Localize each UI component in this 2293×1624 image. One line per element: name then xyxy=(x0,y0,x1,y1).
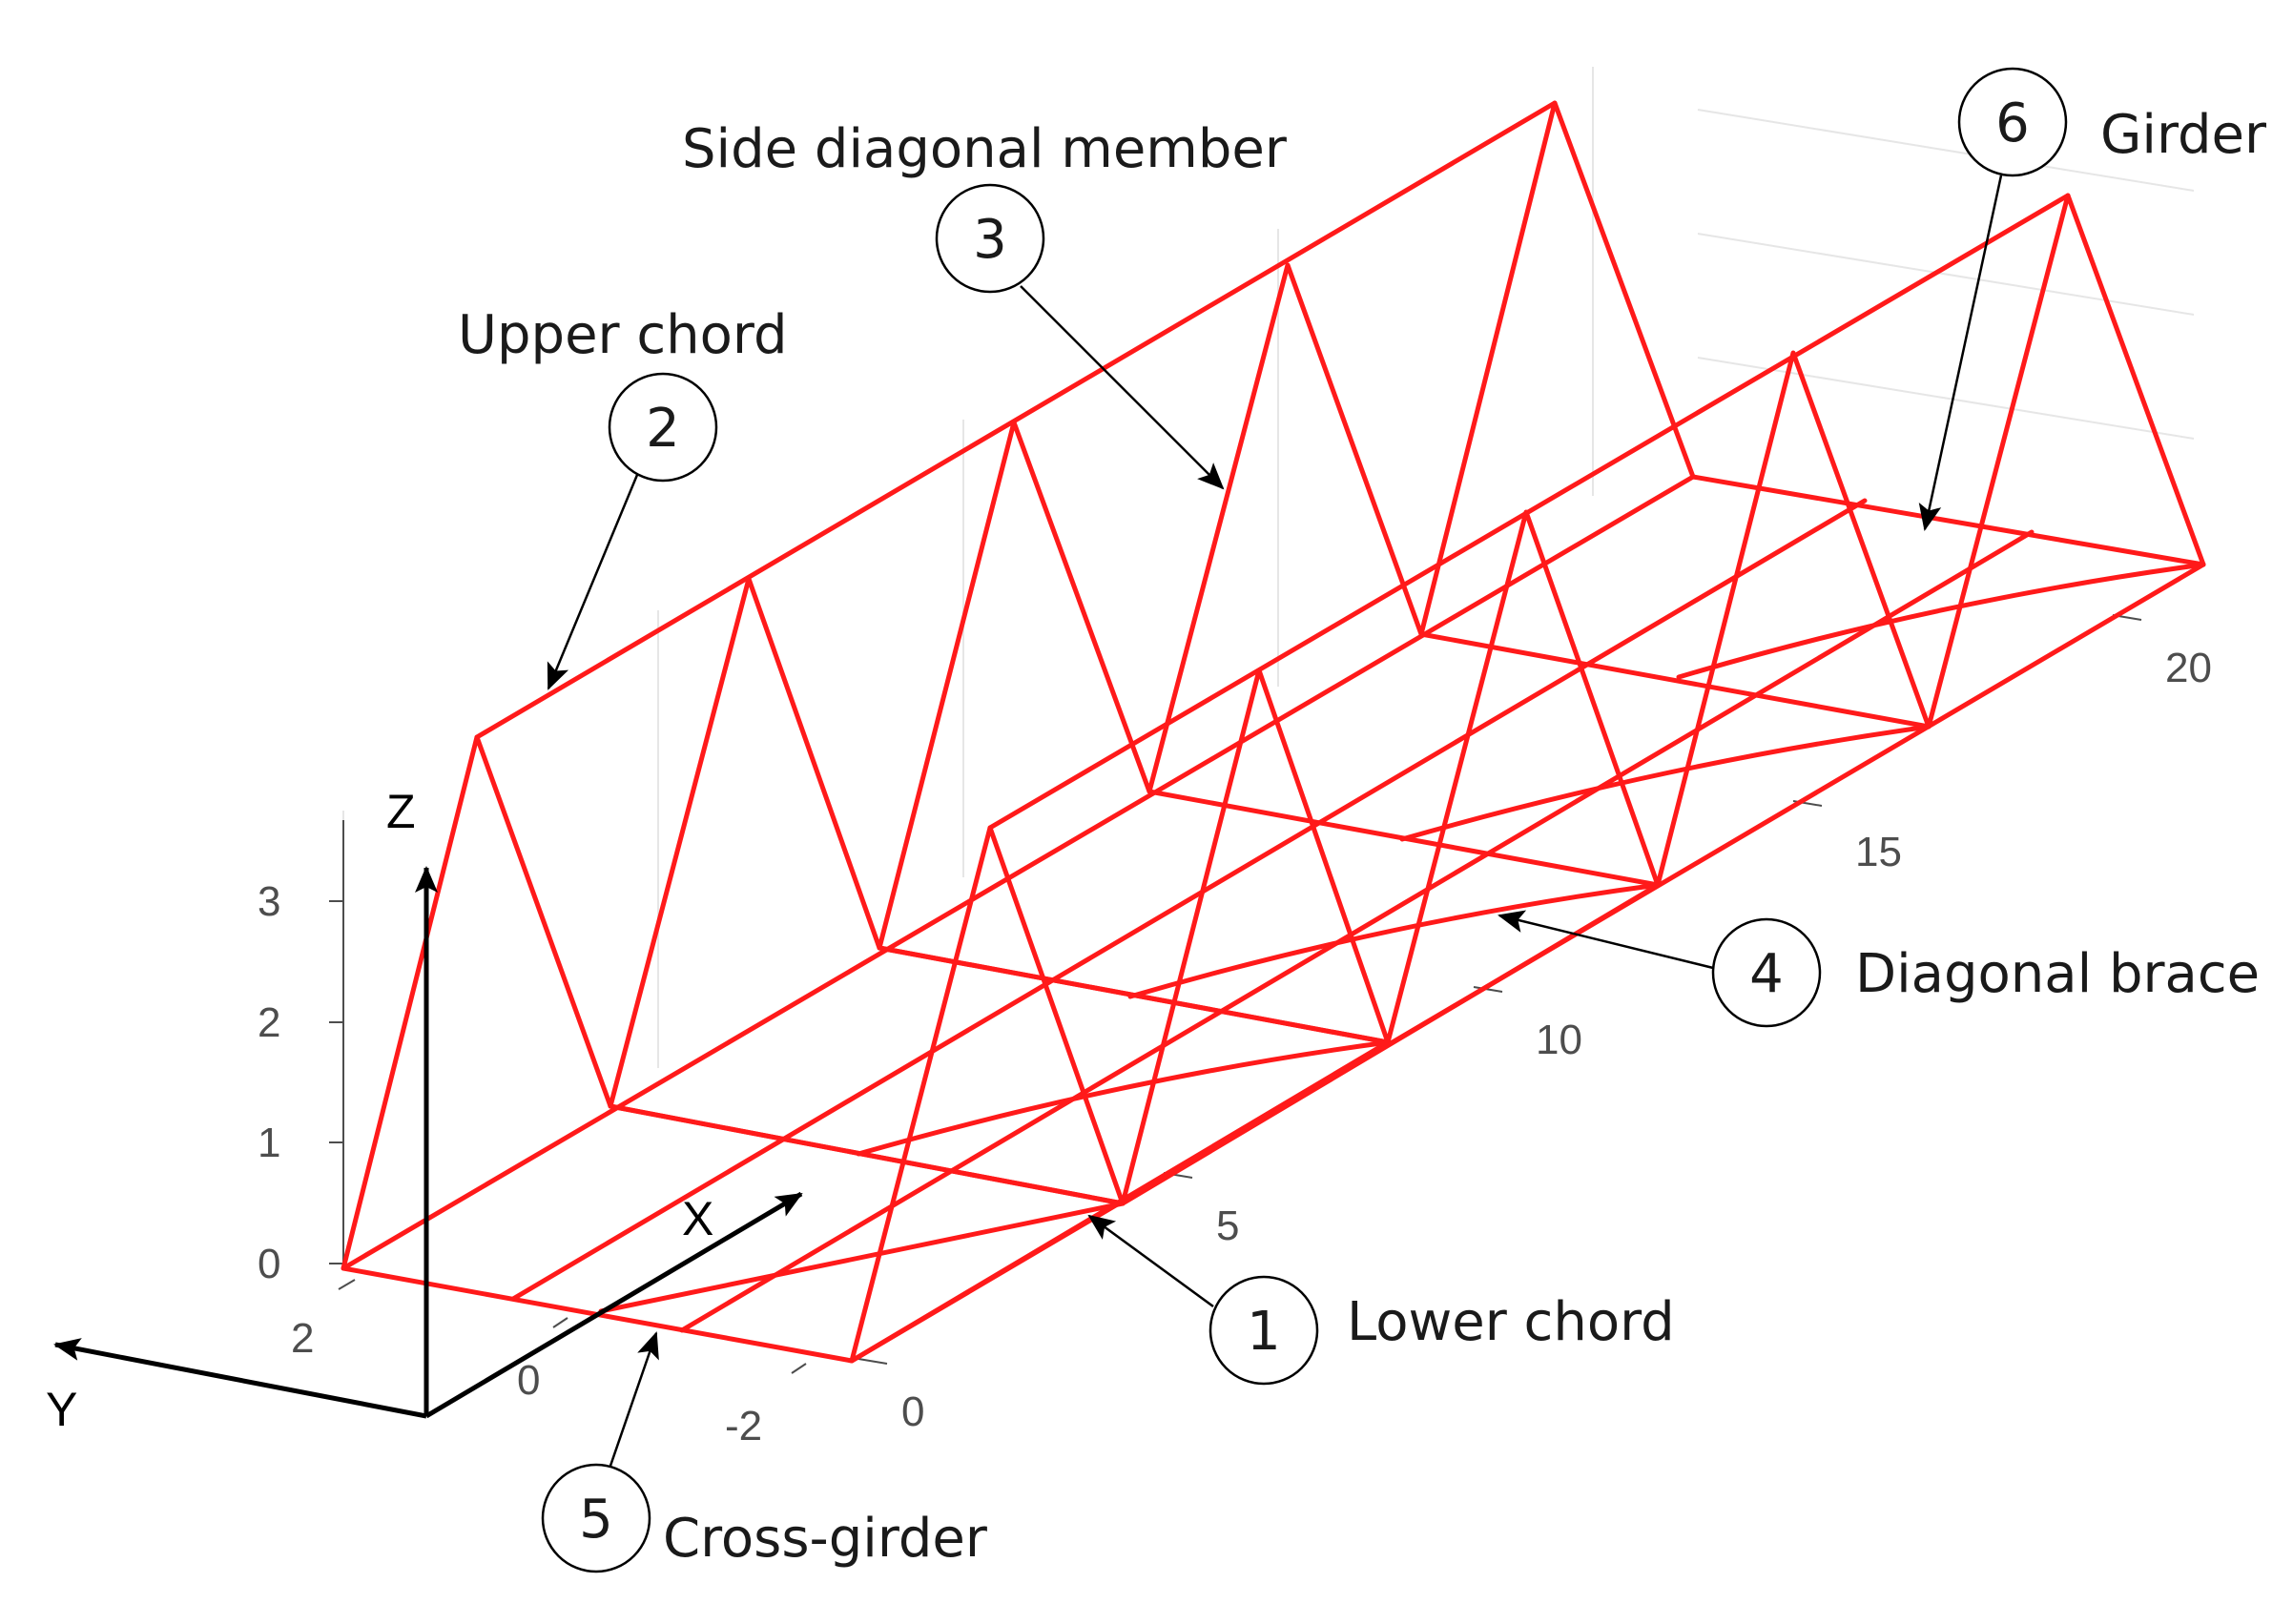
x-tick xyxy=(1473,986,1503,993)
diagonal-brace xyxy=(1399,724,1931,842)
callout-4-number: 4 xyxy=(1749,943,1784,1005)
y-tick xyxy=(552,1317,568,1328)
callout-3-circle xyxy=(935,183,1045,294)
cross-girder xyxy=(1690,474,2206,567)
x-tick xyxy=(857,1358,888,1365)
y-tick xyxy=(791,1363,807,1374)
callout-2-leader xyxy=(547,474,639,690)
callouts xyxy=(541,67,2068,1573)
grid-line xyxy=(1697,357,2195,440)
callout-1-label: Lower chord xyxy=(1347,1291,1675,1353)
x-tick-label: 0 xyxy=(901,1388,924,1435)
callout-4-circle xyxy=(1711,917,1822,1028)
callout-6-circle xyxy=(1957,67,2068,177)
upper-chord-far xyxy=(474,100,1558,740)
callout-6-number: 6 xyxy=(1995,93,2030,154)
callout-1-leader xyxy=(1087,1214,1214,1308)
side-diagonal-far xyxy=(341,100,1696,1271)
girder xyxy=(679,529,2035,1333)
side-diagonal-near xyxy=(849,193,2206,1364)
truss-structure xyxy=(341,100,2206,1364)
z-tick-label: 2 xyxy=(258,999,280,1046)
z-axis-name: Z xyxy=(386,785,416,838)
y-tick xyxy=(338,1279,356,1290)
diagonal-brace xyxy=(849,1039,1391,1364)
tick-labels: 0 1 2 3 0 5 10 15 20 2 0 -2 xyxy=(258,645,2212,1449)
z-tick-label: 0 xyxy=(258,1241,280,1287)
callout-text: 1 Lower chord 2 Upper chord 3 Side diago… xyxy=(458,93,2267,1570)
diagonal-brace xyxy=(856,1039,1391,1157)
x-axis-name: X xyxy=(682,1192,713,1245)
callout-3-number: 3 xyxy=(973,209,1007,271)
lower-chord-far xyxy=(341,474,1696,1271)
diagonal-brace xyxy=(1127,882,1661,999)
x-tick-label: 5 xyxy=(1216,1203,1239,1249)
y-tick-label: 0 xyxy=(517,1357,540,1404)
callout-1-number: 1 xyxy=(1247,1301,1281,1363)
y-axis-name: Y xyxy=(46,1383,77,1436)
grid-line xyxy=(1697,233,2195,316)
diagonal-brace xyxy=(1120,882,1661,1206)
callout-5-leader xyxy=(609,1331,659,1467)
cross-girder xyxy=(1418,631,1931,730)
x-direction-arrow xyxy=(424,1191,803,1419)
callout-5-number: 5 xyxy=(579,1489,613,1551)
diagonal-brace xyxy=(598,1201,1126,1314)
callout-3-label: Side diagonal member xyxy=(682,118,1288,180)
callout-2-circle xyxy=(608,372,718,483)
x-tick-label: 10 xyxy=(1536,1017,1582,1063)
callout-6-label: Girder xyxy=(2100,104,2267,166)
girder xyxy=(510,498,1868,1302)
callout-4-label: Diagonal brace xyxy=(1855,943,2260,1005)
global-axes xyxy=(53,866,803,1419)
callout-2-number: 2 xyxy=(646,398,680,460)
callout-1-circle xyxy=(1208,1275,1319,1386)
axis-frame xyxy=(329,614,2142,1374)
z-tick-label: 1 xyxy=(258,1120,280,1166)
callout-5-label: Cross-girder xyxy=(663,1508,988,1570)
y-tick-label: 2 xyxy=(291,1315,314,1362)
callout-3-leader xyxy=(1020,285,1225,490)
y-tick-label: -2 xyxy=(725,1403,762,1449)
grid-line xyxy=(1697,109,2195,192)
y-direction-arrow xyxy=(53,1338,427,1419)
diagonal-brace xyxy=(608,1103,1126,1206)
callout-5-circle xyxy=(541,1463,651,1573)
callout-4-leader xyxy=(1498,910,1714,970)
x-tick-label: 15 xyxy=(1855,829,1902,875)
back-grid xyxy=(342,67,2195,1259)
x-tick-label: 20 xyxy=(2165,645,2212,691)
z-tick-label: 3 xyxy=(258,878,280,925)
callout-6-leader xyxy=(1918,175,2003,531)
callout-2-label: Upper chord xyxy=(458,304,788,366)
diagonal-brace xyxy=(1676,562,2206,680)
